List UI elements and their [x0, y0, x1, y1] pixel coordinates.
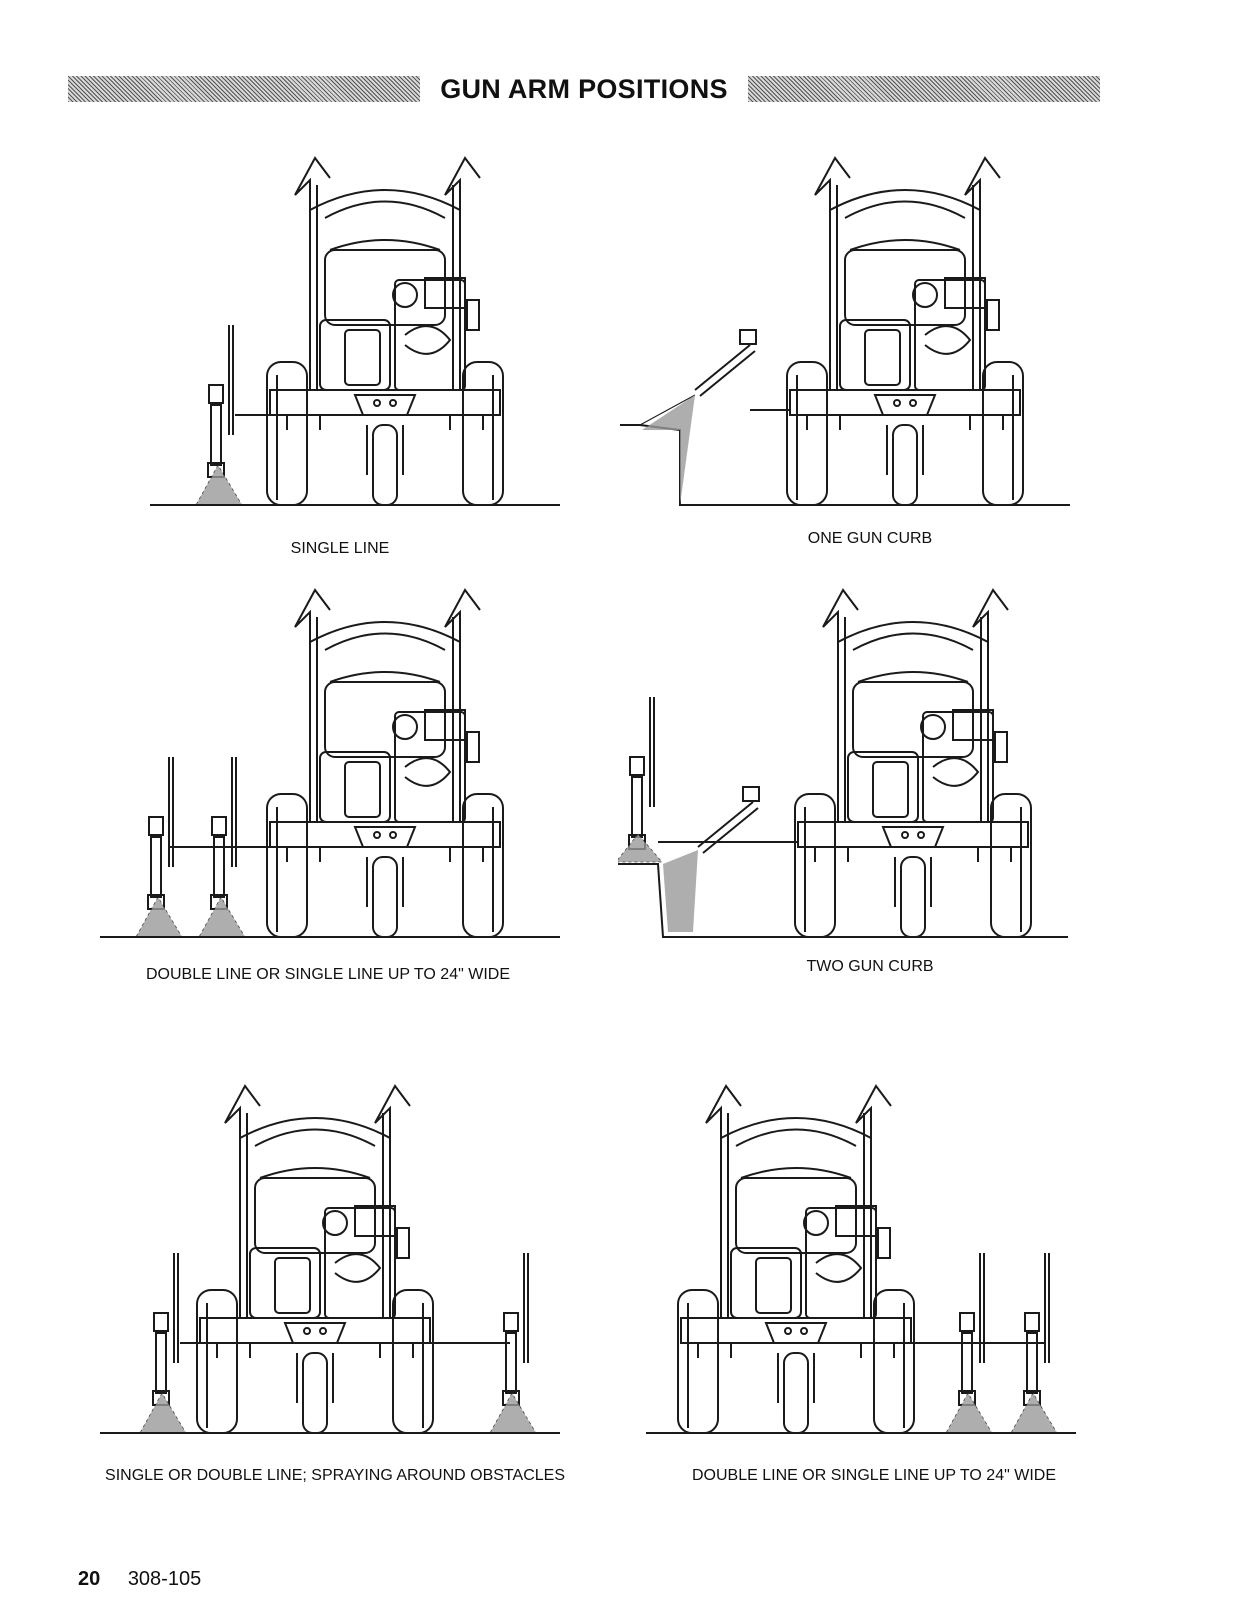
figure-two-gun-curb: [618, 572, 1078, 952]
figure-single-line: [140, 140, 600, 520]
caption-one-gun-curb: ONE GUN CURB: [760, 530, 980, 548]
figure-one-gun-curb: [620, 140, 1080, 520]
caption-two-gun-curb: TWO GUN CURB: [760, 958, 980, 976]
figure-spraying-around-obstacles: [100, 1068, 560, 1448]
page-number: 20: [78, 1568, 100, 1590]
caption-double-line: DOUBLE LINE OR SINGLE LINE UP TO 24" WID…: [128, 966, 528, 984]
section-header: GUN ARM POSITIONS: [68, 74, 1100, 104]
page-title: GUN ARM POSITIONS: [420, 74, 748, 104]
caption-single-line: SINGLE LINE: [230, 540, 450, 558]
figure-double-line-right: [646, 1068, 1106, 1448]
header-hatch-right: [748, 76, 1100, 102]
header-hatch-left: [68, 76, 420, 102]
caption-spraying-around-obstacles: SINGLE OR DOUBLE LINE; SPRAYING AROUND O…: [80, 1467, 590, 1485]
caption-double-line-right: DOUBLE LINE OR SINGLE LINE UP TO 24" WID…: [664, 1467, 1084, 1485]
figure-double-line: [100, 572, 560, 952]
document-number: 308-105: [128, 1568, 201, 1590]
page-footer: 20 308-105: [78, 1568, 201, 1591]
